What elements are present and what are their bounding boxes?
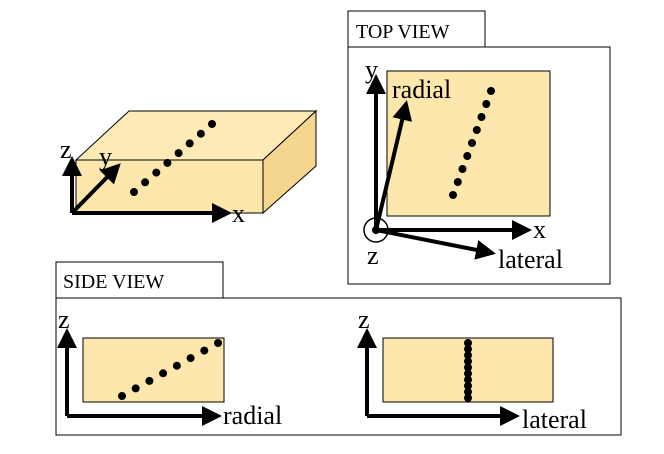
top-view-z-label: z <box>367 241 379 270</box>
block-dot <box>130 188 138 196</box>
side-view-radial-dot <box>214 339 222 347</box>
block-dot <box>141 178 150 187</box>
side-view-lateral-dot <box>464 381 472 390</box>
side-view-radial-dot <box>118 392 126 400</box>
top-view-radial-vector <box>374 100 413 231</box>
block-z-label: z <box>60 135 72 164</box>
top-view-dot <box>477 113 486 121</box>
side-view-radial-dot <box>172 361 181 370</box>
top-view-dot <box>458 165 467 173</box>
block-y-axis <box>70 163 121 215</box>
block-dot <box>185 139 194 148</box>
side-view-lateral-dot <box>464 357 472 366</box>
top-view-dot <box>449 191 457 199</box>
top-view-dot <box>487 87 495 95</box>
top-view-dot <box>472 126 481 134</box>
side-view-radial-h-label: radial <box>223 401 282 430</box>
top-view-dot <box>463 152 472 160</box>
block-x-label: x <box>232 199 245 228</box>
side-view-title: SIDE VIEW <box>63 271 164 293</box>
side-view-panel: SIDE VIEW z radial z lateral <box>55 261 622 436</box>
side-view-lateral-dot <box>464 351 472 360</box>
top-view-lateral-label: lateral <box>498 245 563 274</box>
side-view-lateral-dot-column <box>464 339 472 402</box>
top-view-y-label: y <box>365 55 378 84</box>
side-view-radial-dot <box>186 354 195 363</box>
side-view-lateral-z-label: z <box>358 305 370 334</box>
side-view-lateral-dot <box>464 345 472 354</box>
side-view-lateral-dot <box>464 394 472 402</box>
top-view-dot <box>482 100 491 108</box>
side-view-radial-dot-row <box>118 339 222 400</box>
top-view-dot <box>468 139 476 147</box>
top-view-title-box <box>347 10 486 48</box>
block-3d-figure: z y x <box>60 109 318 228</box>
block-dot-row <box>130 120 216 196</box>
side-view-title-box <box>55 261 224 299</box>
side-view-radial-dot <box>159 369 168 378</box>
side-view-lateral-h-label: lateral <box>522 405 587 434</box>
side-view-radial-block <box>82 337 225 403</box>
side-view-lateral-dot <box>464 375 472 384</box>
top-view-z-out-dot <box>372 226 380 234</box>
side-view-radial-z-label: z <box>58 305 70 334</box>
side-view-lateral-dot <box>464 369 472 378</box>
top-view-panel: TOP VIEW y radial x z lateral <box>347 10 611 285</box>
block-dot <box>196 129 205 138</box>
side-view-lateral-subpanel: z lateral <box>357 305 587 434</box>
side-view-lateral-dot <box>464 363 472 372</box>
top-view-lateral-vector <box>375 228 496 260</box>
block-y-label: y <box>99 142 112 171</box>
top-view-title: TOP VIEW <box>356 21 450 43</box>
side-view-radial-dot <box>200 346 209 355</box>
top-view-dot-row <box>449 87 495 199</box>
side-view-lateral-dot <box>464 339 472 347</box>
top-view-x-label: x <box>533 215 546 244</box>
block-dot <box>174 149 183 158</box>
side-view-radial-dot <box>131 384 140 393</box>
top-view-z-out-marker <box>363 217 389 243</box>
top-view-dot <box>453 178 462 186</box>
block-dot <box>163 158 172 167</box>
block-dot <box>208 120 216 128</box>
top-view-radial-label: radial <box>392 75 451 104</box>
block-dot <box>152 168 161 177</box>
side-view-radial-subpanel: z radial <box>57 305 282 430</box>
side-view-lateral-dot <box>464 387 472 396</box>
side-view-radial-dot <box>145 376 154 385</box>
